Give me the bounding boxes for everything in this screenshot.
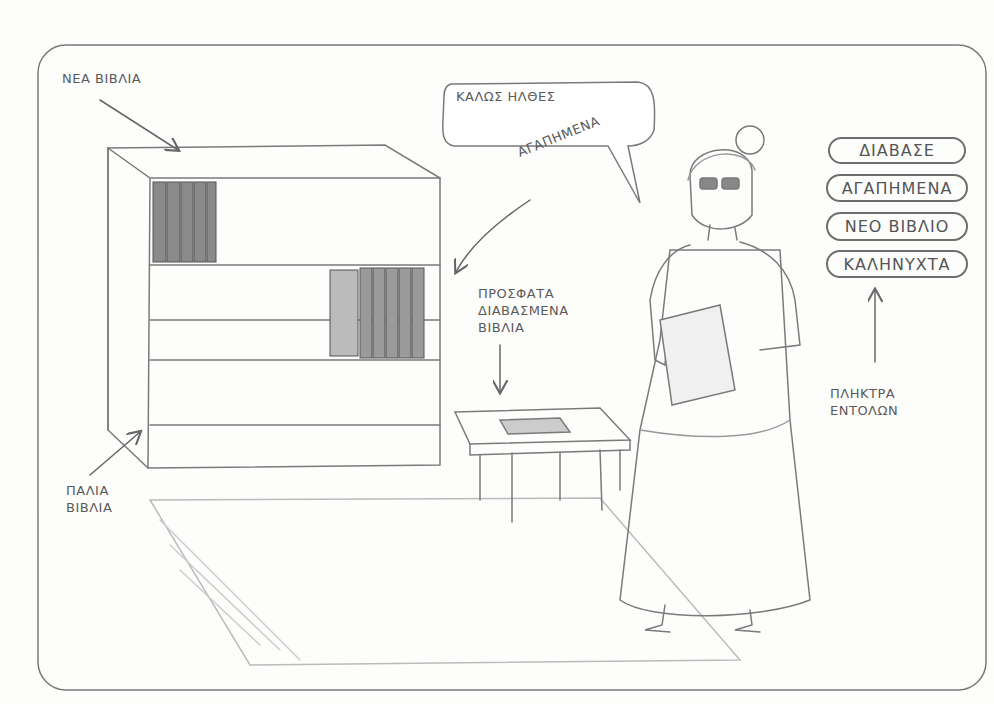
leader-recent (499, 345, 501, 392)
bookshelf-outline (108, 145, 440, 468)
rug-lines (160, 520, 300, 660)
leader-new-books (100, 100, 178, 150)
bookshelf-side (107, 148, 109, 430)
book (153, 182, 166, 262)
book (207, 182, 216, 262)
button-label: ΚΑΛΗΝΥΧΤΑ (844, 256, 951, 273)
book (399, 268, 411, 358)
hair-bun (736, 126, 764, 154)
leader-buttons (874, 290, 876, 362)
books-middle (330, 268, 424, 358)
waist (640, 420, 790, 437)
table-legs (470, 440, 630, 522)
neck (708, 225, 737, 240)
drawing (38, 45, 986, 690)
annotation-label: ΠΡΟΣΦΑΤΑ ΔΙΑΒΑΣΜΕΝΑ ΒΙΒΛΙΑ (478, 285, 608, 336)
librarian (620, 126, 810, 632)
button-label: ΝΕΟ ΒΙΒΛΙΟ (845, 218, 950, 235)
bookshelf-shelves (150, 265, 440, 425)
speech-text: ΚΑΛΩΣ ΗΛΘΕΣ (456, 88, 644, 105)
annotation-label: ΠΛΗΚΤΡΑ ΕΝΤΟΛΩΝ (830, 385, 925, 419)
book (360, 268, 372, 358)
book (412, 268, 424, 358)
feet (645, 605, 760, 632)
book (167, 182, 180, 262)
table-top (455, 408, 630, 444)
open-book (660, 305, 735, 405)
book (373, 268, 385, 358)
rug (150, 498, 740, 665)
button-label: ΑΓΑΠΗΜΕΝΑ (842, 180, 953, 197)
books-top (153, 182, 216, 262)
book-on-table (500, 418, 570, 434)
bubble-path (443, 82, 655, 203)
command-button: ΚΑΛΗΝΥΧΤΑ (826, 250, 968, 278)
command-button: ΑΓΑΠΗΜΕΝΑ (826, 174, 968, 202)
book (194, 182, 206, 262)
button-label: ΔΙΑΒΑΣΕ (859, 142, 935, 159)
book (181, 182, 193, 262)
command-button: ΔΙΑΒΑΣΕ (828, 137, 966, 164)
bookshelf-edges (108, 148, 440, 468)
leader-favourites (456, 200, 530, 272)
glasses (722, 178, 739, 189)
hair (688, 154, 755, 180)
leader-old-books (90, 432, 140, 475)
book (386, 268, 398, 358)
command-button: ΝΕΟ ΒΙΒΛΙΟ (826, 212, 968, 241)
leader-arrows (90, 100, 875, 475)
annotation-label: ΠΑΛΙΑ ΒΙΒΛΙΑ (66, 482, 136, 516)
head (690, 150, 752, 229)
book-cover (330, 270, 358, 356)
screen-frame (38, 45, 986, 690)
annotation-label: ΝΕΑ ΒΙΒΛΙΑ (62, 70, 182, 87)
dress (620, 250, 810, 616)
glasses (700, 178, 717, 189)
